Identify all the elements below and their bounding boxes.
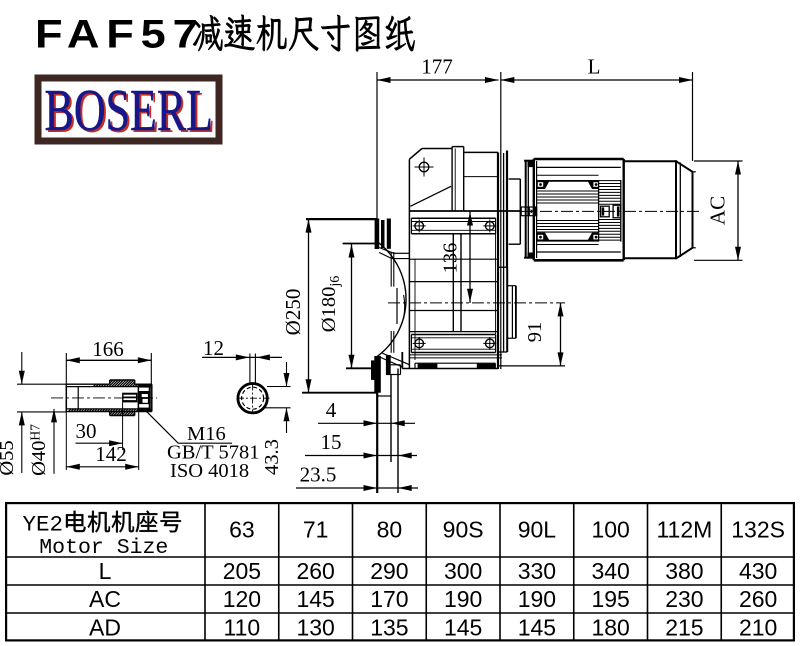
svg-text:90S: 90S (443, 517, 484, 543)
svg-text:215: 215 (665, 614, 703, 640)
svg-text:FAF57: FAF57 (35, 12, 204, 57)
svg-text:BOSERL: BOSERL (47, 81, 216, 146)
svg-text:132S: 132S (731, 517, 785, 543)
svg-text:30: 30 (76, 419, 97, 443)
svg-text:136: 136 (440, 243, 462, 274)
svg-text:112M: 112M (656, 517, 712, 543)
svg-text:110: 110 (224, 614, 261, 640)
svg-text:12: 12 (203, 336, 224, 360)
svg-text:190: 190 (518, 586, 556, 612)
svg-text:190: 190 (444, 586, 482, 612)
svg-text:4: 4 (326, 398, 337, 422)
svg-text:145: 145 (518, 614, 556, 640)
svg-text:15: 15 (321, 430, 342, 454)
svg-text:135: 135 (370, 614, 408, 640)
svg-text:330: 330 (518, 558, 556, 584)
svg-text:205: 205 (223, 558, 261, 584)
svg-text:166: 166 (92, 337, 124, 361)
svg-text:AC: AC (706, 196, 730, 225)
svg-text:180: 180 (591, 614, 629, 640)
svg-text:M16: M16 (187, 423, 226, 445)
svg-text:120: 120 (223, 586, 261, 612)
svg-text:23.5: 23.5 (300, 463, 337, 487)
svg-text:290: 290 (370, 558, 408, 584)
svg-text:AC: AC (89, 586, 121, 612)
svg-text:Motor Size: Motor Size (39, 536, 168, 560)
svg-text:YE2: YE2 (23, 512, 64, 538)
svg-text:145: 145 (296, 586, 334, 612)
svg-text:340: 340 (591, 558, 629, 584)
svg-text:380: 380 (665, 558, 703, 584)
svg-text:ISO 4018: ISO 4018 (170, 460, 249, 482)
svg-text:Ø250: Ø250 (281, 289, 305, 336)
svg-text:63: 63 (229, 517, 255, 543)
svg-text:L: L (588, 55, 601, 79)
svg-text:210: 210 (739, 614, 777, 640)
svg-text:80: 80 (377, 517, 403, 543)
svg-text:AD: AD (89, 614, 121, 640)
svg-text:Ø40H7: Ø40H7 (28, 424, 51, 476)
svg-text:91: 91 (524, 322, 546, 343)
svg-text:430: 430 (739, 558, 777, 584)
svg-text:230: 230 (665, 586, 703, 612)
svg-text:260: 260 (296, 558, 334, 584)
svg-text:GB/T 5781: GB/T 5781 (167, 442, 259, 464)
svg-text:100: 100 (591, 517, 629, 543)
svg-text:145: 145 (444, 614, 482, 640)
svg-text:130: 130 (296, 614, 334, 640)
svg-text:300: 300 (444, 558, 482, 584)
svg-text:260: 260 (739, 586, 777, 612)
svg-text:170: 170 (370, 586, 408, 612)
svg-text:177: 177 (421, 55, 453, 79)
svg-text:71: 71 (303, 517, 329, 543)
svg-text:BOSERL: BOSERL (45, 79, 214, 144)
svg-text:90L: 90L (518, 517, 557, 543)
svg-text:L: L (99, 558, 112, 584)
svg-text:43.3: 43.3 (261, 439, 283, 475)
svg-text:Ø55: Ø55 (0, 440, 18, 475)
svg-text:Ø180j6: Ø180j6 (318, 276, 343, 332)
svg-text:142: 142 (95, 442, 127, 466)
svg-text:195: 195 (591, 586, 629, 612)
